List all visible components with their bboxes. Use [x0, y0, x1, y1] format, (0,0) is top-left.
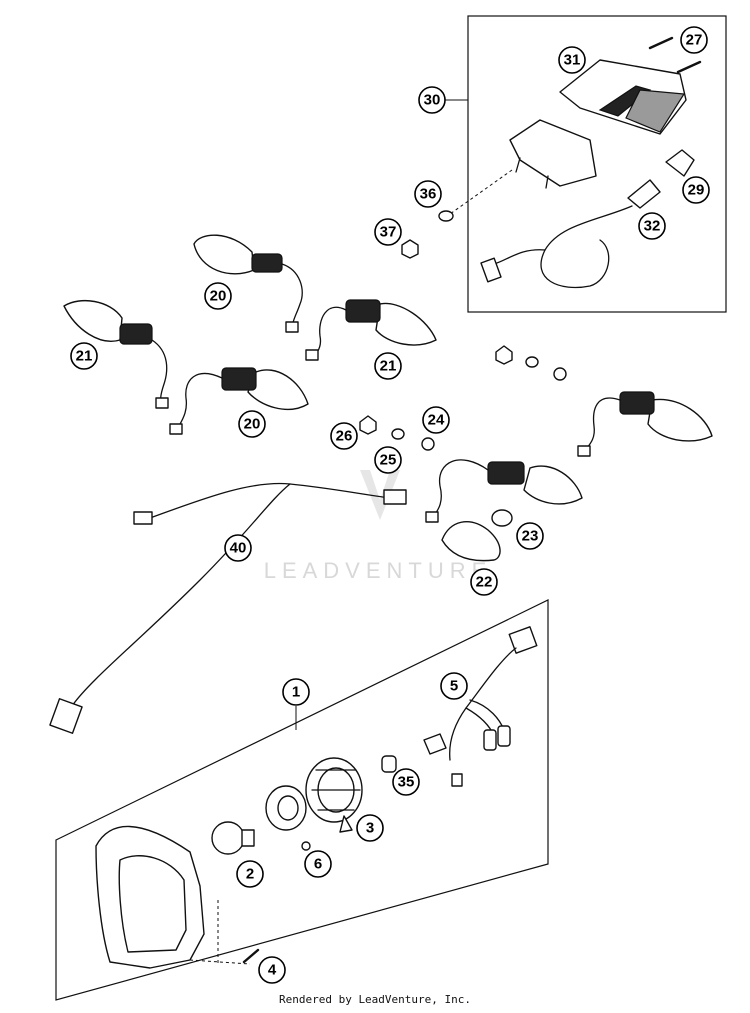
- tail-light-screws: [648, 36, 702, 74]
- svg-text:21: 21: [380, 358, 397, 375]
- svg-text:24: 24: [428, 412, 445, 429]
- tail-washer: [438, 210, 454, 222]
- callout-35: 35: [392, 768, 420, 796]
- small-nuts-washers: [359, 345, 567, 451]
- callout-20-lower: 20: [238, 410, 266, 438]
- headlight-wiring: [423, 626, 538, 787]
- bulb-holder-ring: [265, 785, 307, 831]
- callout-23: 23: [516, 522, 544, 550]
- svg-text:30: 30: [424, 92, 441, 109]
- svg-text:4: 4: [268, 962, 277, 979]
- headlight-boot: [305, 757, 363, 833]
- svg-text:25: 25: [380, 452, 397, 469]
- tail-light-housing: [449, 119, 597, 215]
- callout-29: 29: [682, 176, 710, 204]
- svg-text:1: 1: [292, 684, 300, 701]
- headlight-screw: [242, 948, 260, 964]
- callout-21-right: 21: [374, 352, 402, 380]
- svg-text:22: 22: [476, 574, 493, 591]
- svg-text:37: 37: [380, 224, 397, 241]
- footer-credit: Rendered by LeadVenture, Inc.: [279, 993, 471, 1006]
- callout-25: 25: [374, 446, 402, 474]
- turn-signal-right-rear: [577, 391, 713, 457]
- svg-text:27: 27: [686, 32, 703, 49]
- turn-signal-wiring-harness: [49, 482, 407, 734]
- callout-6: 6: [304, 850, 332, 878]
- headlight-group-frame: [55, 599, 549, 1001]
- svg-text:20: 20: [244, 416, 261, 433]
- svg-text:29: 29: [688, 182, 705, 199]
- callout-3: 3: [356, 814, 384, 842]
- callout-22: 22: [470, 568, 498, 596]
- tail-light-group-frame: [467, 15, 727, 313]
- turn-signal-20-upper: [193, 234, 303, 333]
- turn-signal-21-left: [63, 299, 169, 409]
- tail-nut: [401, 239, 419, 259]
- callout-30: 30: [418, 86, 446, 114]
- callout-26: 26: [330, 422, 358, 450]
- callout-37: 37: [374, 218, 402, 246]
- svg-text:31: 31: [564, 52, 581, 69]
- turn-signal-20-lower: [169, 367, 309, 435]
- turn-signal-center: [425, 459, 583, 523]
- headlight-clip: [301, 841, 311, 851]
- svg-text:2: 2: [246, 866, 254, 883]
- svg-text:20: 20: [210, 288, 227, 305]
- callout-21-left: 21: [70, 342, 98, 370]
- position-bulb: [381, 755, 397, 773]
- tail-light-lens: [559, 59, 687, 135]
- callout-20-upper: 20: [204, 282, 232, 310]
- callout-31: 31: [558, 46, 586, 74]
- turn-signal-lens: [441, 521, 501, 562]
- svg-text:23: 23: [522, 528, 539, 545]
- svg-text:26: 26: [336, 428, 353, 445]
- callout-5: 5: [440, 672, 468, 700]
- headlight-mask: [95, 825, 251, 969]
- tail-wiring-harness: [480, 179, 661, 289]
- tail-bulb: [665, 149, 695, 177]
- svg-text:5: 5: [450, 678, 458, 695]
- watermark: LEADVENTURE: [264, 470, 493, 583]
- callout-27: 27: [680, 26, 708, 54]
- callout-32: 32: [638, 212, 666, 240]
- svg-text:21: 21: [76, 348, 93, 365]
- svg-text:32: 32: [644, 218, 661, 235]
- watermark-text: LEADVENTURE: [264, 558, 493, 583]
- callout-2: 2: [236, 860, 264, 888]
- callout-24: 24: [422, 406, 450, 434]
- callout-4: 4: [258, 956, 286, 984]
- svg-text:3: 3: [366, 820, 374, 837]
- turn-signal-21-right: [305, 299, 437, 361]
- svg-text:35: 35: [398, 774, 415, 791]
- callout-1: 1: [282, 678, 310, 706]
- headlight-bulb: [211, 821, 255, 855]
- svg-text:40: 40: [230, 540, 247, 557]
- svg-text:36: 36: [420, 186, 437, 203]
- callout-40: 40: [224, 534, 252, 562]
- callout-36: 36: [414, 180, 442, 208]
- turn-signal-bulb: [491, 509, 513, 527]
- svg-text:6: 6: [314, 856, 322, 873]
